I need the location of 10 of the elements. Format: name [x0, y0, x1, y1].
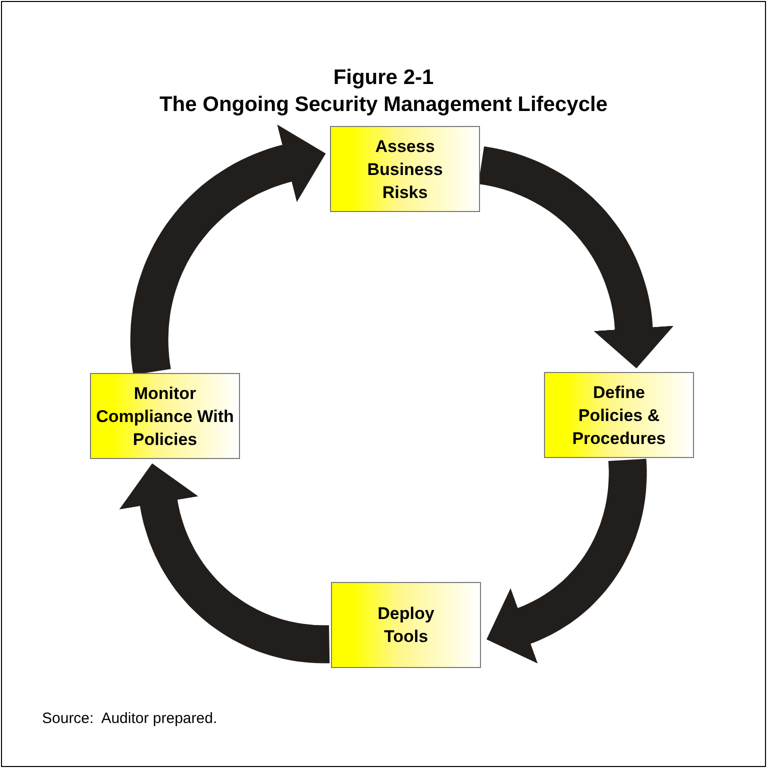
- figure-title: Figure 2-1 The Ongoing Security Management Lifecycle: [158, 65, 609, 118]
- step-text: Deploy Tools: [376, 603, 436, 648]
- process-box: [544, 372, 694, 458]
- process-box: [330, 126, 480, 212]
- step-text: Define Policies & Procedures: [571, 382, 667, 450]
- step-text: Monitor Compliance With Policies: [95, 382, 235, 450]
- process-box: [331, 582, 481, 668]
- source-note: Source: Auditor prepared.: [42, 710, 218, 727]
- step-text: Assess Business Risks: [366, 136, 444, 204]
- process-box: [90, 373, 240, 459]
